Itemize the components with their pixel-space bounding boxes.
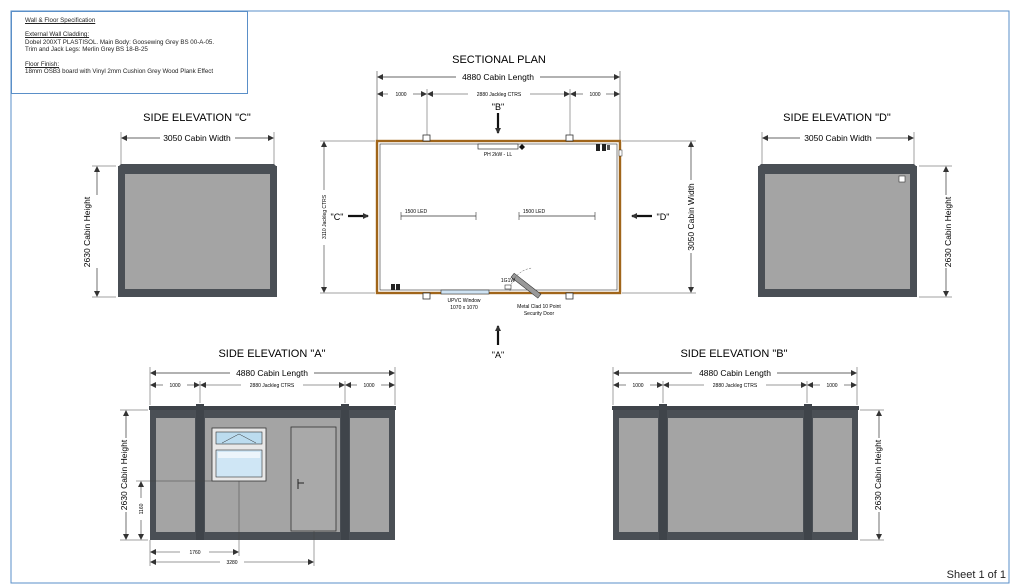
socket-label: 1G1W [501,278,515,284]
elev-a-panel-left [156,418,195,532]
heater-label: PH 2kW - LL [484,152,513,158]
elev-a-title: SIDE ELEVATION "A" [218,348,325,360]
elev-c-panel [125,174,270,289]
elev-a-panel-right [350,418,389,532]
elev-b-length-dim: 4880 Cabin Length [699,368,771,378]
jackleg-post [804,404,812,540]
plan-length-dim: 4880 Cabin Length [462,72,534,82]
plan-window [440,289,490,295]
elev-a-roof [149,406,396,410]
plan-width-dim: 3050 Cabin Width [686,183,696,251]
plan-marker-d: "D" [657,212,670,222]
side-elevation-d: SIDE ELEVATION "D" 3050 Cabin Width 2630… [758,112,953,298]
elev-c-height-dim: 2630 Cabin Height [82,196,92,267]
elev-b-panel-mid [668,418,803,532]
jackleg-marker [565,292,574,300]
spec-external-title: External Wall Cladding: [25,31,90,39]
jackleg-marker [422,134,431,142]
jackleg-marker [565,134,574,142]
consumer-unit-icon [596,144,600,151]
window-label-1: UPVC Window [447,298,480,304]
elev-b-height-dim: 2630 Cabin Height [873,439,883,510]
sheet-border [10,10,1010,584]
plan-floor [375,139,622,295]
elev-b-title: SIDE ELEVATION "B" [680,348,787,360]
elev-b-seg-mid: 2880 Jackleg CTRS [713,383,758,389]
plan-marker-a: "A" [492,350,504,360]
spec-heading: Wall & Floor Specification [25,17,96,24]
spec-floor-title: Floor Finish: [25,60,60,68]
plan-marker-b: "B" [492,102,504,112]
elev-a-seg-mid: 2880 Jackleg CTRS [250,383,295,389]
specification-box: Wall & Floor Specification External Wall… [11,11,248,94]
door-label-2: Security Door [524,311,555,317]
spec-external-line1: Dobel 200XT PLASTISOL. Main Body: Goosew… [25,38,215,46]
vent-icon [898,175,906,183]
side-elevation-a: SIDE ELEVATION "A" 4880 Cabin Length 100… [119,348,396,566]
plan-title: SECTIONAL PLAN [452,54,546,66]
elev-b-seg-right: 1000 [826,383,837,389]
door-label-1: Metal Clad 10 Point [517,304,561,310]
elev-d-height-dim: 2630 Cabin Height [943,196,953,267]
side-elevation-c: SIDE ELEVATION "C" 3050 Cabin Width 2630… [82,112,277,298]
sheet-number: Sheet 1 of 1 [946,569,1006,581]
elev-a-win-pos-dim: 1760 [189,550,200,556]
elev-b-panel-right [813,418,852,532]
switch-icon [519,144,525,150]
plan-door-leaf [510,272,542,299]
led-left-label: 1500 LED [405,209,428,215]
jackleg-post [196,404,204,540]
elev-a-door [290,426,337,532]
socket-icon [391,284,395,290]
plan-seg-right: 1000 [589,92,600,98]
elev-a-seg-right: 1000 [363,383,374,389]
elev-c-width-dim: 3050 Cabin Width [163,133,231,143]
elev-d-width-dim: 3050 Cabin Width [804,133,872,143]
elev-a-height-dim: 2630 Cabin Height [119,439,129,510]
sectional-plan: SECTIONAL PLAN 4880 Cabin Length 1000 28… [320,54,696,360]
jackleg-post [659,404,667,540]
jackleg-marker [422,292,431,300]
elev-a-sill-dim: 1160 [139,503,145,514]
elev-d-title: SIDE ELEVATION "D" [783,112,891,124]
elev-a-window-top [215,431,263,445]
elev-a-door-pos-dim: 3280 [226,560,237,566]
side-elevation-b: SIDE ELEVATION "B" 4880 Cabin Length 100… [612,348,884,541]
elev-c-title: SIDE ELEVATION "C" [143,112,251,124]
plan-seg-left: 1000 [395,92,406,98]
plan-marker-c: "C" [331,212,344,222]
elev-b-roof [612,406,859,410]
jackleg-post [341,404,349,540]
heater-symbol [477,143,519,150]
elev-d-panel [765,174,910,289]
elev-b-panel-left [619,418,658,532]
window-label-2: 1070 x 1070 [450,305,478,311]
plan-jackleg-side: 3110 Jackleg CTRS [322,194,328,239]
led-right-label: 1500 LED [523,209,546,215]
plan-seg-mid: 2880 Jackleg CTRS [477,92,522,98]
elev-b-seg-left: 1000 [632,383,643,389]
elev-a-seg-left: 1000 [169,383,180,389]
elev-a-length-dim: 4880 Cabin Length [236,368,308,378]
spec-external-line2: Trim and Jack Legs: Merlin Grey BS 18-B-… [25,46,148,54]
spec-floor-line1: 18mm OSB3 board with Vinyl 2mm Cushion G… [25,68,214,76]
